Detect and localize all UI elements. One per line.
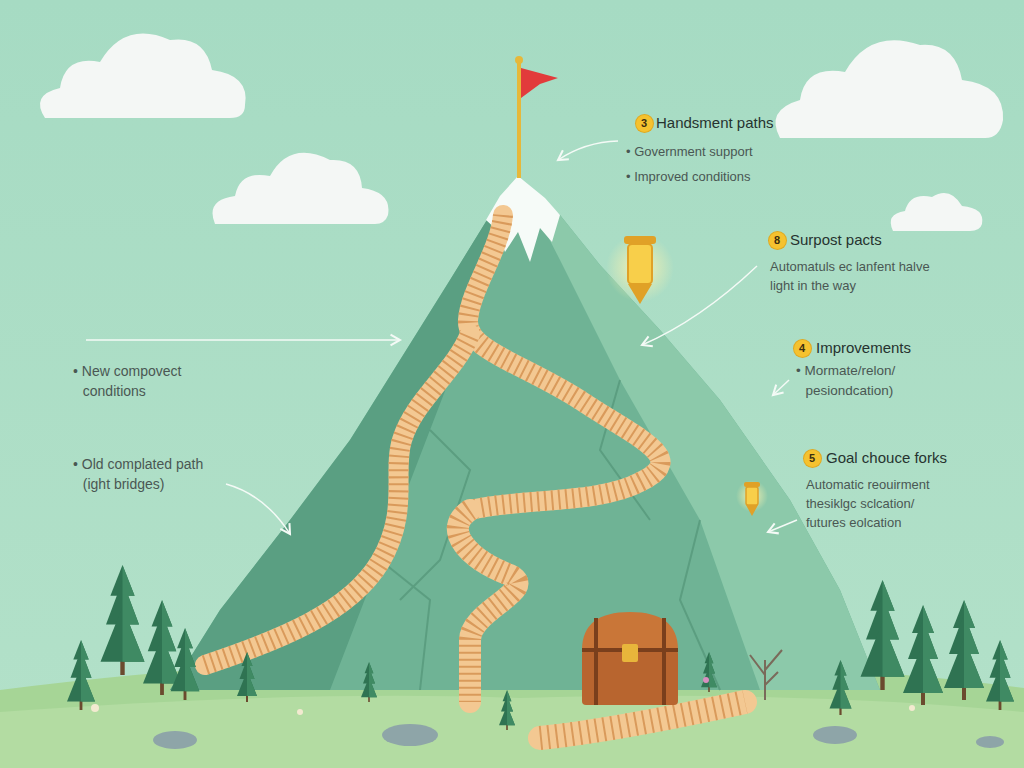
mountain-shadow xyxy=(170,178,518,690)
boardwalk-planks xyxy=(540,702,745,738)
lantern-base xyxy=(746,505,758,516)
chest-band xyxy=(582,618,678,705)
callout-number: 8 xyxy=(774,235,780,246)
callout-note: • Improved conditions xyxy=(626,168,751,187)
pine-tree xyxy=(237,652,257,702)
lantern xyxy=(606,234,674,304)
wooden-stairs xyxy=(458,510,518,702)
lantern-base xyxy=(628,284,652,304)
flower xyxy=(91,704,99,712)
pine-tree xyxy=(701,652,717,692)
pine-tree xyxy=(499,690,515,730)
leader-line xyxy=(768,520,797,532)
chest-lock xyxy=(622,644,638,662)
wooden-paths xyxy=(205,215,745,738)
callout-number: 5 xyxy=(809,453,815,464)
flower xyxy=(909,705,915,711)
flag-pole-top xyxy=(515,56,523,64)
rock xyxy=(382,724,438,746)
pine-tree xyxy=(944,600,984,700)
callout-note: • New compovect conditions xyxy=(73,361,218,402)
pine-tree xyxy=(861,580,905,690)
mountain xyxy=(170,176,880,690)
lantern xyxy=(736,480,768,516)
callout-note: • Old complated path (ight bridges) xyxy=(73,454,233,495)
pine-tree xyxy=(903,605,943,705)
rocks xyxy=(153,724,1004,749)
callout-note: Automatic reouirment thesiklgc sclcation… xyxy=(806,476,956,533)
cloud xyxy=(776,40,1004,138)
boardwalk xyxy=(540,702,745,738)
callout-note: • Mormate/relon/ pesiondcation) xyxy=(796,361,935,400)
wooden-path xyxy=(468,215,661,510)
callout-number-circle: 4 xyxy=(794,340,811,357)
path-planks xyxy=(205,334,470,665)
pine-tree xyxy=(830,660,852,715)
callout-heading: Handsment paths xyxy=(656,112,774,134)
pine-tree xyxy=(986,640,1014,710)
trees xyxy=(67,565,1014,730)
lantern-body xyxy=(628,244,652,284)
stair-planks xyxy=(458,510,518,702)
cloud xyxy=(891,193,983,231)
pine-tree xyxy=(101,565,145,675)
cloud xyxy=(213,153,389,224)
mountain-ridge xyxy=(380,380,720,690)
mountain-light-face xyxy=(518,178,880,690)
mountain-body xyxy=(170,178,880,690)
pine-tree xyxy=(361,662,377,702)
callout-number-circle: 5 xyxy=(804,450,821,467)
leader-line xyxy=(642,266,757,345)
callout-heading: Surpost pacts xyxy=(790,229,882,251)
flag-cloth xyxy=(521,68,558,98)
pine-tree xyxy=(67,640,95,710)
leader-lines xyxy=(86,141,797,534)
callout-number-circle: 3 xyxy=(636,115,653,132)
callout-note: Automatuls ec lanfent halve light in the… xyxy=(770,258,930,296)
treasure-chest xyxy=(582,612,678,705)
callout-heading: Improvements xyxy=(816,337,911,359)
flowers xyxy=(91,677,915,715)
wooden-path xyxy=(205,334,470,665)
leader-line xyxy=(86,339,400,341)
path-planks xyxy=(468,215,661,510)
leader-line xyxy=(773,380,789,395)
bare-tree xyxy=(750,650,782,700)
lantern-cap xyxy=(624,236,656,244)
flag xyxy=(515,56,558,178)
rock xyxy=(153,731,197,749)
lantern-body xyxy=(746,487,758,505)
callout-number-circle: 8 xyxy=(769,232,786,249)
callout-number: 3 xyxy=(641,118,647,129)
callout-heading: Goal chouce forks xyxy=(826,447,947,469)
leader-line xyxy=(226,484,290,534)
flower xyxy=(297,709,303,715)
ground-light xyxy=(0,696,1024,768)
cloud xyxy=(40,34,246,118)
callout-note: • Government support xyxy=(626,143,753,162)
rock xyxy=(813,726,857,744)
flower xyxy=(703,677,709,683)
rock xyxy=(976,736,1004,748)
pine-tree xyxy=(171,628,200,700)
leader-line xyxy=(558,141,618,160)
flag-pole xyxy=(517,60,521,178)
callout-number: 4 xyxy=(799,343,805,354)
